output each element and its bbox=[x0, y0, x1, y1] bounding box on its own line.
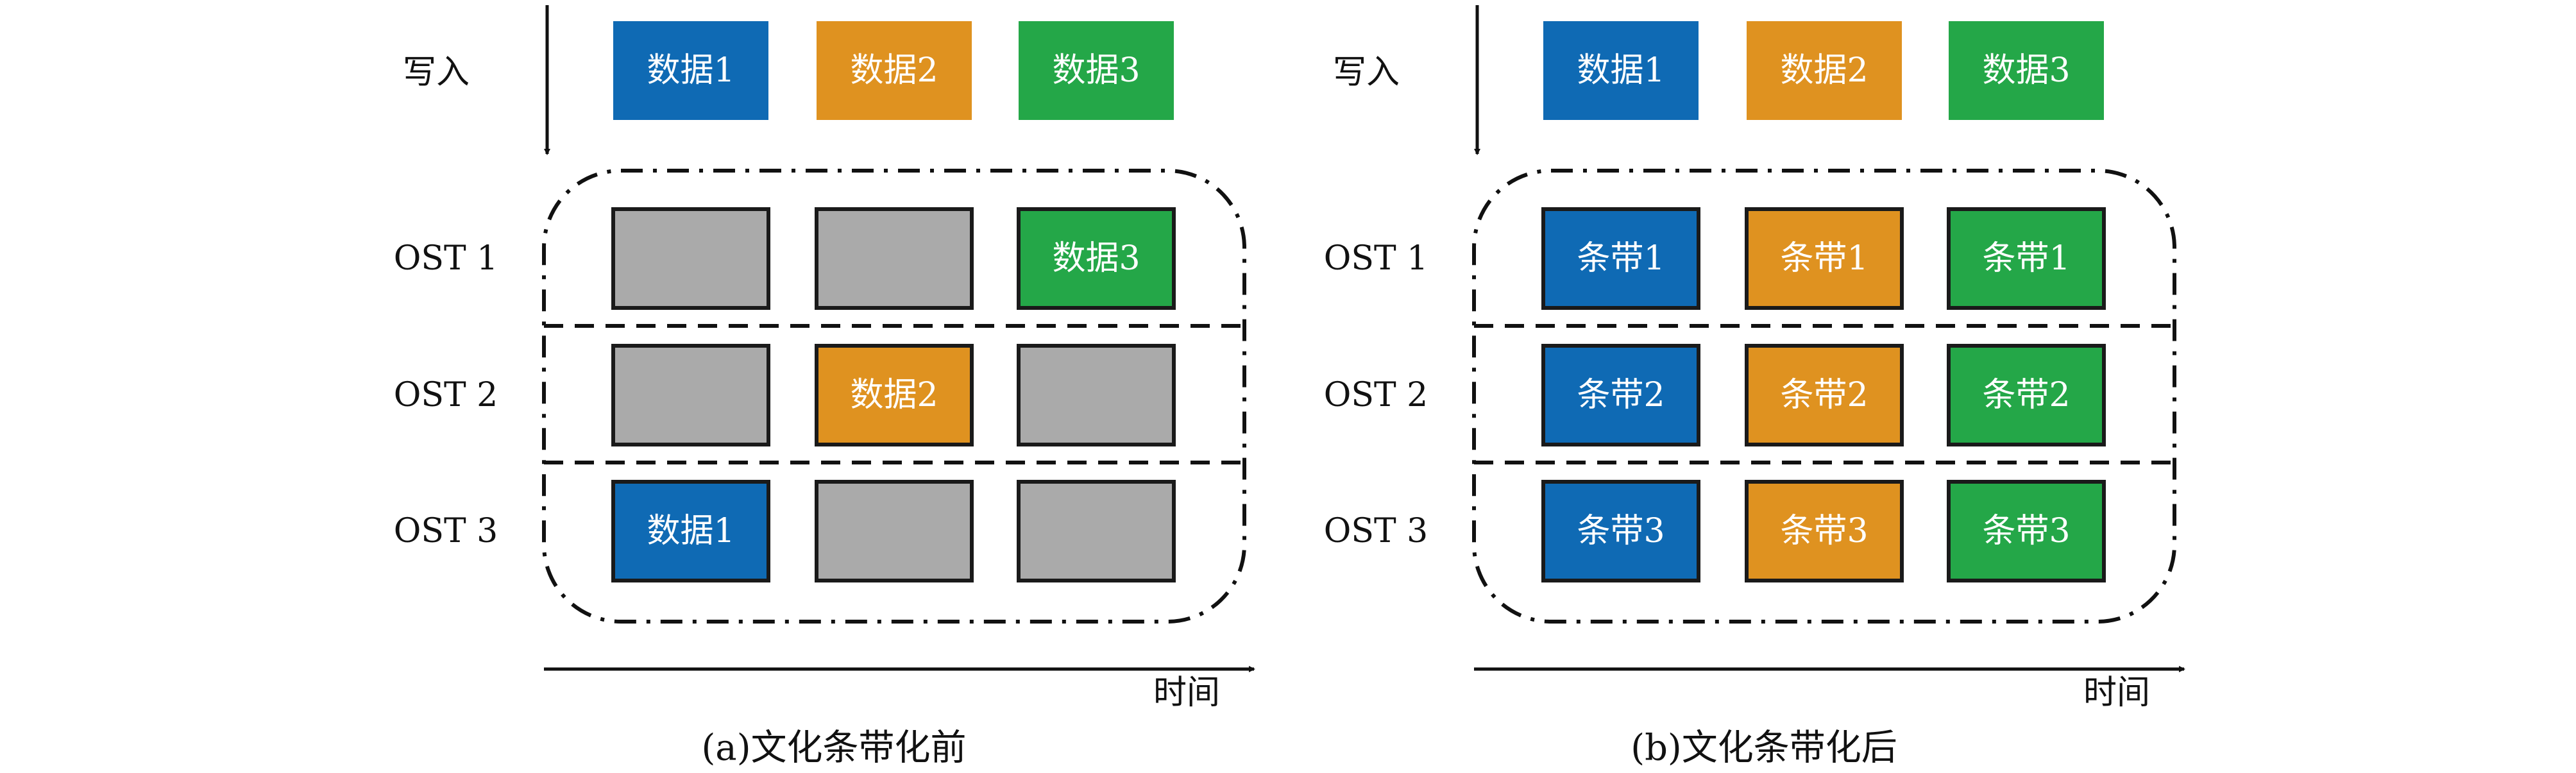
ost-cell-label: 数据3 bbox=[1052, 239, 1140, 278]
input-block-label: 数据3 bbox=[1982, 51, 2070, 90]
time-label: 时间 bbox=[1153, 674, 1220, 712]
ost-cell bbox=[1745, 344, 1904, 446]
ost-cell-label: 条带1 bbox=[1577, 239, 1665, 278]
ost-cell bbox=[1947, 344, 2106, 446]
ost-cell bbox=[815, 480, 974, 582]
ost-cell-label: 条带3 bbox=[1982, 512, 2070, 550]
input-block-label: 数据2 bbox=[850, 51, 938, 90]
input-block bbox=[1543, 21, 1699, 120]
panel-caption: (b)文化条带化后 bbox=[1631, 727, 1897, 769]
ost-cell bbox=[1745, 207, 1904, 310]
input-block bbox=[1949, 21, 2104, 120]
input-block bbox=[613, 21, 768, 120]
ost-container bbox=[542, 169, 1246, 624]
ost-label: OST 3 bbox=[394, 512, 498, 550]
time-label: 时间 bbox=[2083, 674, 2150, 712]
input-block bbox=[1019, 21, 1174, 120]
input-block bbox=[817, 21, 972, 120]
ost-cell-label: 数据2 bbox=[850, 376, 938, 414]
ost-label: OST 3 bbox=[1324, 512, 1428, 550]
ost-cell bbox=[815, 344, 974, 446]
ost-cell bbox=[611, 480, 770, 582]
input-block-label: 数据2 bbox=[1780, 51, 1868, 90]
ost-cell bbox=[1017, 480, 1176, 582]
ost-cell bbox=[815, 207, 974, 310]
input-block bbox=[1747, 21, 1902, 120]
ost-container bbox=[1472, 169, 2176, 624]
ost-label: OST 1 bbox=[394, 239, 498, 278]
input-block-label: 数据3 bbox=[1052, 51, 1140, 90]
ost-cell-label: 条带2 bbox=[1577, 376, 1665, 414]
ost-cell bbox=[611, 344, 770, 446]
ost-label: OST 1 bbox=[1324, 239, 1428, 278]
ost-cell-label: 条带1 bbox=[1780, 239, 1868, 278]
input-block-label: 数据1 bbox=[1577, 51, 1665, 90]
ost-cell bbox=[1017, 207, 1176, 310]
input-block-label: 数据1 bbox=[647, 51, 734, 90]
ost-cell-label: 数据1 bbox=[647, 512, 734, 550]
ost-cell-label: 条带2 bbox=[1780, 376, 1868, 414]
ost-cell-label: 条带1 bbox=[1982, 239, 2070, 278]
ost-label: OST 2 bbox=[1324, 376, 1428, 414]
write-label: 写入 bbox=[1333, 53, 1400, 92]
ost-cell bbox=[1017, 344, 1176, 446]
ost-cell bbox=[611, 207, 770, 310]
panel-caption: (a)文化条带化前 bbox=[701, 727, 966, 769]
ost-cell bbox=[1541, 344, 1700, 446]
ost-cell bbox=[1947, 480, 2106, 582]
ost-cell-label: 条带3 bbox=[1780, 512, 1868, 550]
ost-label: OST 2 bbox=[394, 376, 498, 414]
write-label: 写入 bbox=[403, 53, 470, 92]
ost-cell-label: 条带3 bbox=[1577, 512, 1665, 550]
ost-cell bbox=[1947, 207, 2106, 310]
ost-cell-label: 条带2 bbox=[1982, 376, 2070, 414]
ost-cell bbox=[1541, 207, 1700, 310]
ost-cell bbox=[1541, 480, 1700, 582]
ost-cell bbox=[1745, 480, 1904, 582]
